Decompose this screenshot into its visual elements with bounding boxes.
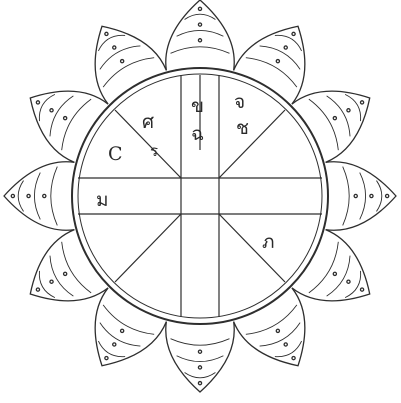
- petal-curl: [100, 46, 141, 69]
- petal-dot: [333, 272, 336, 275]
- mark-upper-right-1: จ: [234, 91, 245, 113]
- petal-curl: [18, 181, 23, 212]
- lotus-petal: [30, 230, 108, 301]
- petal-dot: [347, 280, 350, 283]
- petal-curl: [246, 305, 297, 334]
- petal-curl: [177, 356, 224, 362]
- petal-curl: [185, 372, 216, 377]
- petal-curl: [171, 339, 230, 346]
- petal-dot: [276, 329, 279, 332]
- mark-upper-left-inner-2: ร: [150, 142, 158, 160]
- petal-curl: [39, 271, 55, 298]
- petal-curl: [100, 323, 141, 346]
- petal-curl: [185, 14, 216, 19]
- petal-curl: [309, 99, 338, 150]
- petal-curl: [62, 99, 91, 150]
- lotus-petal: [292, 230, 370, 301]
- petal-curl: [327, 96, 350, 137]
- petal-dot: [370, 194, 373, 197]
- mark-upper-left-inner: ศ: [142, 111, 154, 133]
- cell-marks: C ศ ร ข ฉ จ ช ม ภ: [96, 91, 275, 253]
- petal-curl: [62, 242, 91, 293]
- petal-curl: [177, 30, 224, 36]
- petal-curl: [39, 94, 55, 121]
- petal-dot: [292, 32, 295, 35]
- petal-curl: [98, 35, 125, 51]
- petal-curl: [327, 256, 350, 297]
- petal-dot: [354, 194, 357, 197]
- petal-dot: [27, 194, 30, 197]
- mark-top-column-1: ข: [191, 95, 204, 117]
- petal-dot: [276, 60, 279, 63]
- diagonal-lower-left: [115, 214, 181, 282]
- petal-dot: [113, 46, 116, 49]
- petal-dot: [360, 288, 363, 291]
- petal-curl: [275, 35, 302, 51]
- petal-dot: [43, 194, 46, 197]
- petal-curl: [275, 341, 302, 357]
- petal-curl: [34, 173, 40, 220]
- petal-dot: [284, 46, 287, 49]
- petal-curl: [103, 305, 154, 334]
- petal-dot: [50, 109, 53, 112]
- petal-curl: [98, 341, 125, 357]
- mark-lower-right: ภ: [262, 231, 275, 253]
- petal-dot: [198, 39, 201, 42]
- petal-dot: [333, 117, 336, 120]
- petal-dot: [121, 60, 124, 63]
- petal-dot: [198, 350, 201, 353]
- petal-curl: [345, 94, 361, 121]
- lotus-petal-border: [4, 0, 396, 392]
- petal-dot: [64, 117, 67, 120]
- petal-dot: [64, 272, 67, 275]
- petal-dot: [198, 382, 201, 385]
- petal-dot: [386, 194, 389, 197]
- petal-curl: [345, 271, 361, 298]
- mark-top-column-2: ฉ: [191, 123, 204, 145]
- petal-dot: [105, 32, 108, 35]
- petal-dot: [105, 356, 108, 359]
- mark-left-middle: ม: [96, 189, 109, 211]
- petal-dot: [113, 343, 116, 346]
- petal-curl: [360, 173, 366, 220]
- petal-dot: [36, 288, 39, 291]
- petal-curl: [50, 96, 73, 137]
- petal-curl: [246, 58, 297, 87]
- petal-dot: [198, 7, 201, 10]
- petal-dot: [50, 280, 53, 283]
- petal-curl: [376, 181, 381, 212]
- petal-dot: [360, 101, 363, 104]
- lotus-petal: [95, 288, 166, 366]
- petal-curl: [103, 58, 154, 87]
- lotus-petal: [30, 91, 108, 162]
- mark-upper-right-2: ช: [236, 117, 249, 139]
- diagonal-upper-right: [219, 110, 285, 178]
- lotus-petal: [292, 91, 370, 162]
- petal-curl: [260, 323, 301, 346]
- diagonal-lower-right: [219, 214, 285, 282]
- petal-curl: [51, 167, 58, 226]
- petal-dot: [121, 329, 124, 332]
- petal-curl: [171, 47, 230, 54]
- petal-dot: [36, 101, 39, 104]
- petal-curl: [260, 46, 301, 69]
- mark-upper-left-outer: C: [108, 143, 123, 165]
- lotus-petal: [234, 288, 305, 366]
- petal-dot: [284, 343, 287, 346]
- petal-dot: [198, 23, 201, 26]
- lotus-petal: [95, 26, 166, 104]
- petal-dot: [11, 194, 14, 197]
- petal-curl: [343, 167, 350, 226]
- petal-dot: [292, 356, 295, 359]
- petal-dot: [347, 109, 350, 112]
- petal-curl: [309, 242, 338, 293]
- petal-curl: [50, 256, 73, 297]
- petal-dot: [198, 366, 201, 369]
